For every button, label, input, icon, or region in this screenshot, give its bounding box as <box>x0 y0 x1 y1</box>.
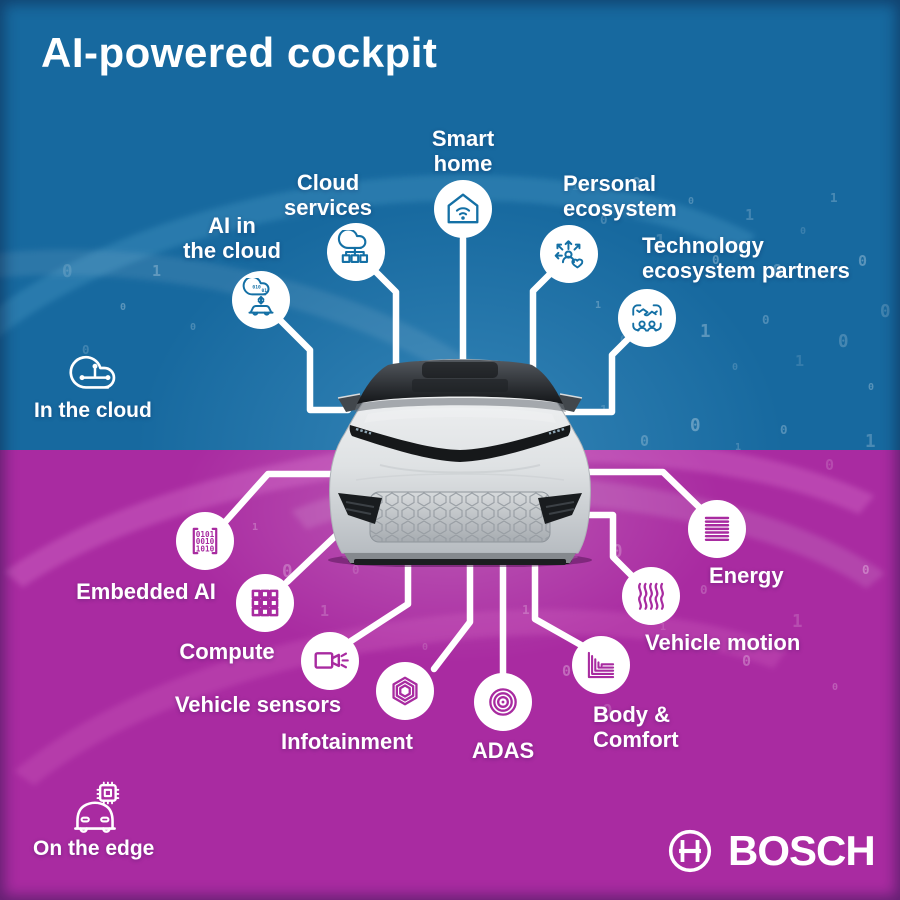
hexagon-rings-icon <box>392 676 418 706</box>
node-cloud-services <box>327 223 385 281</box>
personal-ecosystem-icon <box>554 240 584 269</box>
svg-text:010: 010 <box>252 285 261 291</box>
label-compute: Compute <box>179 639 275 664</box>
svg-text:1010: 1010 <box>196 544 215 553</box>
binary-code-icon: 0101 0010 1010 <box>192 527 218 555</box>
node-smart-home <box>434 180 492 238</box>
label-on-the-edge: On the edge <box>33 837 155 860</box>
label-vehicle-sensors: Vehicle sensors <box>174 692 342 717</box>
node-vehicle-sensors <box>301 632 359 690</box>
node-tech-partners <box>618 289 676 347</box>
node-compute <box>236 574 294 632</box>
chip-grid-icon <box>251 589 279 617</box>
label-body-comfort: Body &Comfort <box>593 702 679 752</box>
node-embedded-ai: 0101 0010 1010 <box>176 512 234 570</box>
cloud-ai-car-icon: 010 01 <box>242 278 274 316</box>
brand-logo: BOSCH <box>666 827 876 875</box>
svg-text:0010: 0010 <box>196 537 215 546</box>
page-title: AI-powered cockpit <box>41 29 438 76</box>
cloud-network-icon <box>69 355 116 389</box>
connector-personal-ecosystem <box>529 270 554 378</box>
label-embedded-ai: Embedded AI <box>76 579 216 604</box>
connector-cloud-services <box>371 267 400 378</box>
radar-rings-icon <box>489 688 517 716</box>
connector-energy <box>568 468 704 512</box>
car-illustration <box>328 359 592 567</box>
label-adas: ADAS <box>471 738 535 763</box>
node-infotainment <box>376 662 434 720</box>
node-vehicle-motion <box>622 567 680 625</box>
bosch-anchor-icon <box>668 829 712 873</box>
handshake-partners-icon <box>632 304 662 332</box>
label-infotainment: Infotainment <box>281 729 413 754</box>
svg-text:0101: 0101 <box>196 530 215 539</box>
connector-vehicle-motion <box>568 511 636 580</box>
nested-corners-icon <box>587 651 615 679</box>
car-chip-icon <box>74 781 120 833</box>
node-ai-in-the-cloud: 010 01 <box>232 271 290 329</box>
camera-icon <box>314 652 349 669</box>
node-body-comfort <box>572 636 630 694</box>
energy-stack-icon <box>704 516 730 541</box>
label-vehicle-motion: Vehicle motion <box>645 630 801 655</box>
node-personal-ecosystem <box>540 225 598 283</box>
svg-text:01: 01 <box>262 288 268 294</box>
cloud-tree-icon <box>337 230 369 263</box>
brand-wordmark: BOSCH <box>728 827 876 874</box>
label-in-the-cloud: In the cloud <box>34 399 152 422</box>
smart-home-icon <box>447 193 479 224</box>
motion-waves-icon <box>638 582 664 610</box>
connector-ai-cloud <box>277 317 352 414</box>
node-energy <box>688 500 746 558</box>
node-adas <box>474 673 532 731</box>
connector-tech-partners <box>558 335 632 416</box>
label-energy: Energy <box>709 563 784 588</box>
